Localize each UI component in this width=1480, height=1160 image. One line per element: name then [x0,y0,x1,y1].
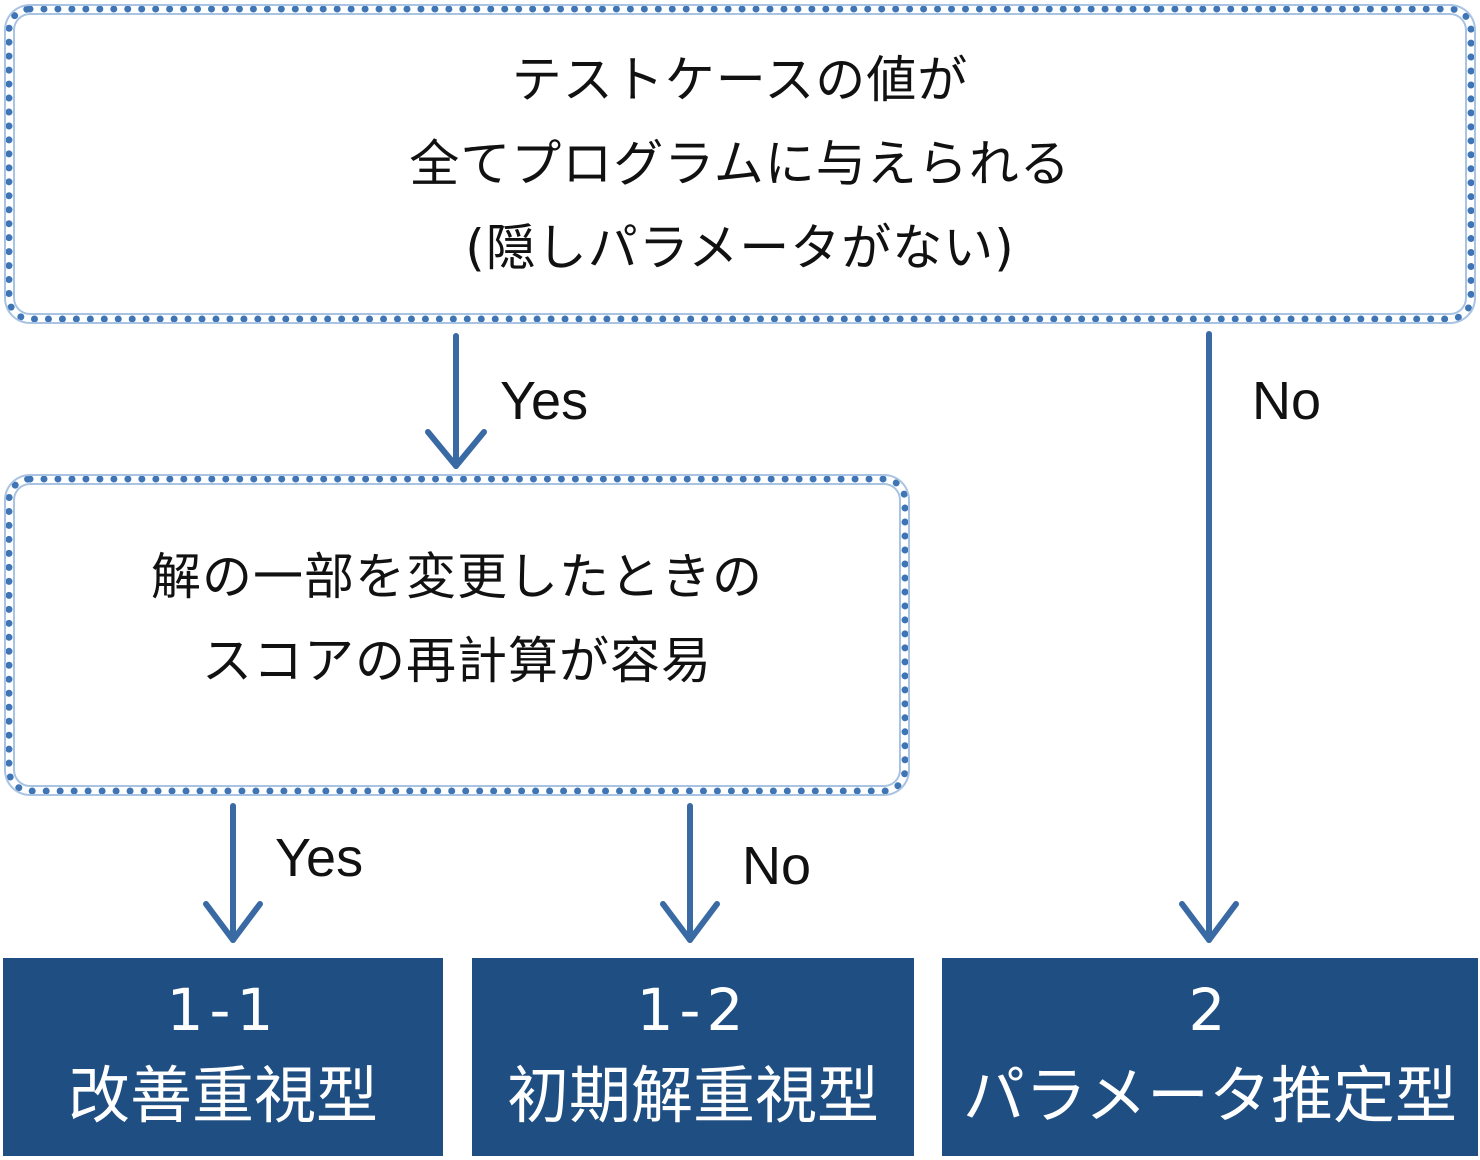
result-name: 初期解重視型 [506,1059,879,1132]
edge-label-q1-no: No [1252,371,1322,431]
result-id: 1-1 [166,976,280,1044]
result-box-1-2: 1-2 初期解重視型 [472,958,914,1156]
result-box-2: 2 パラメータ推定型 [942,958,1478,1156]
arrow-q2-yes [203,803,263,943]
arrow-q1-no [1179,331,1239,943]
result-id: 1-2 [636,976,750,1044]
result-name: 改善重視型 [67,1059,378,1132]
edge-label-q1-yes: Yes [500,371,589,431]
question-2-line-1: 解の一部を変更したときの [151,548,763,606]
edge-label-q2-no: No [742,836,812,896]
arrow-q1-yes [425,333,487,469]
question-1-line-2: 全てプログラムに与えられる [409,135,1071,193]
decision-box-score-recalculation: 解の一部を変更したときの スコアの再計算が容易 [6,476,908,794]
edge-label-q2-yes: Yes [275,828,364,888]
arrow-q2-no [660,803,720,943]
result-box-1-1: 1-1 改善重視型 [3,958,443,1156]
result-name: パラメータ推定型 [962,1059,1458,1132]
decision-box-hidden-parameters: テストケースの値が 全てプログラムに与えられる (隠しパラメータがない) [6,6,1474,322]
question-2-line-2: スコアの再計算が容易 [202,632,712,690]
question-1-line-1: テストケースの値が [511,51,969,109]
result-id: 2 [1188,976,1232,1044]
question-1-line-3: (隠しパラメータがない) [465,219,1015,277]
